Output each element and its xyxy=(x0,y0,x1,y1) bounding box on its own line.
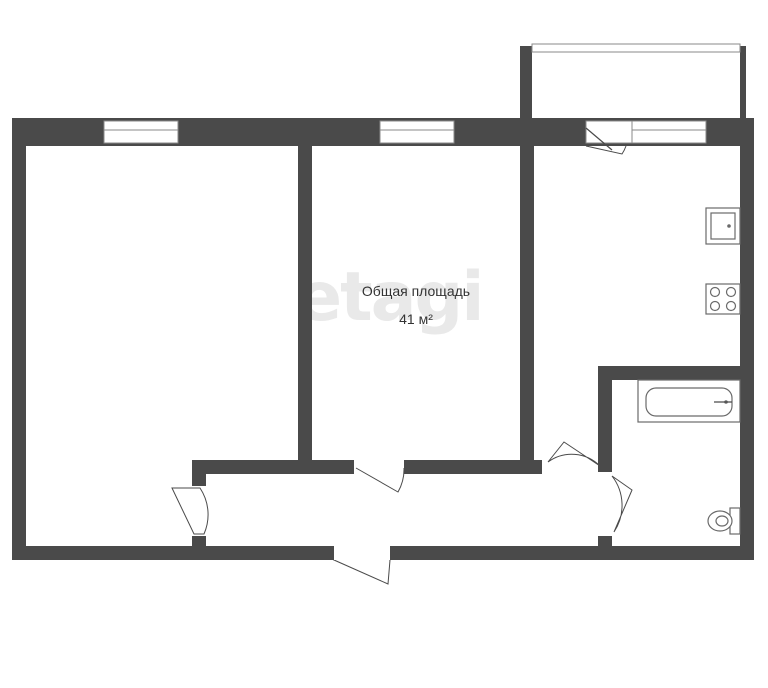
window-room2 xyxy=(379,120,455,144)
corridor-wall-left-bottom xyxy=(192,536,206,550)
wall-left xyxy=(12,118,26,560)
corridor-wall-top-left xyxy=(192,460,354,474)
corridor-wall-left-stub xyxy=(192,460,206,486)
partition-room2-kitchen xyxy=(520,146,534,462)
balcony-wall-right xyxy=(740,46,746,146)
door-balcony-opening xyxy=(585,120,633,144)
partition-room1-room2 xyxy=(298,146,312,462)
balcony-wall-left xyxy=(520,46,532,146)
kitchen-sink-icon xyxy=(705,207,741,245)
total-area-label: Общая площадь xyxy=(361,283,471,299)
watermark-logo: etagi xyxy=(296,258,484,337)
window-kitchen xyxy=(631,120,707,144)
balcony-window xyxy=(531,43,741,53)
bathroom-wall-left-top xyxy=(598,366,612,472)
total-area-value: 41 м² xyxy=(399,311,433,327)
door-balcony xyxy=(585,127,627,155)
bathroom-wall-top xyxy=(598,366,744,380)
bathtub-icon xyxy=(637,379,741,423)
wall-right xyxy=(740,118,754,560)
toilet-icon xyxy=(707,507,741,535)
door-kitchen xyxy=(547,441,601,467)
wall-top-left xyxy=(12,118,586,146)
door-entrance xyxy=(332,546,391,585)
door-room2 xyxy=(355,467,405,493)
window-room1 xyxy=(103,120,179,144)
stove-icon xyxy=(705,283,741,315)
bathroom-wall-left-bottom xyxy=(598,536,612,550)
door-bathroom xyxy=(611,475,633,533)
corridor-wall-top-mid xyxy=(404,460,542,474)
door-room1 xyxy=(171,487,209,535)
